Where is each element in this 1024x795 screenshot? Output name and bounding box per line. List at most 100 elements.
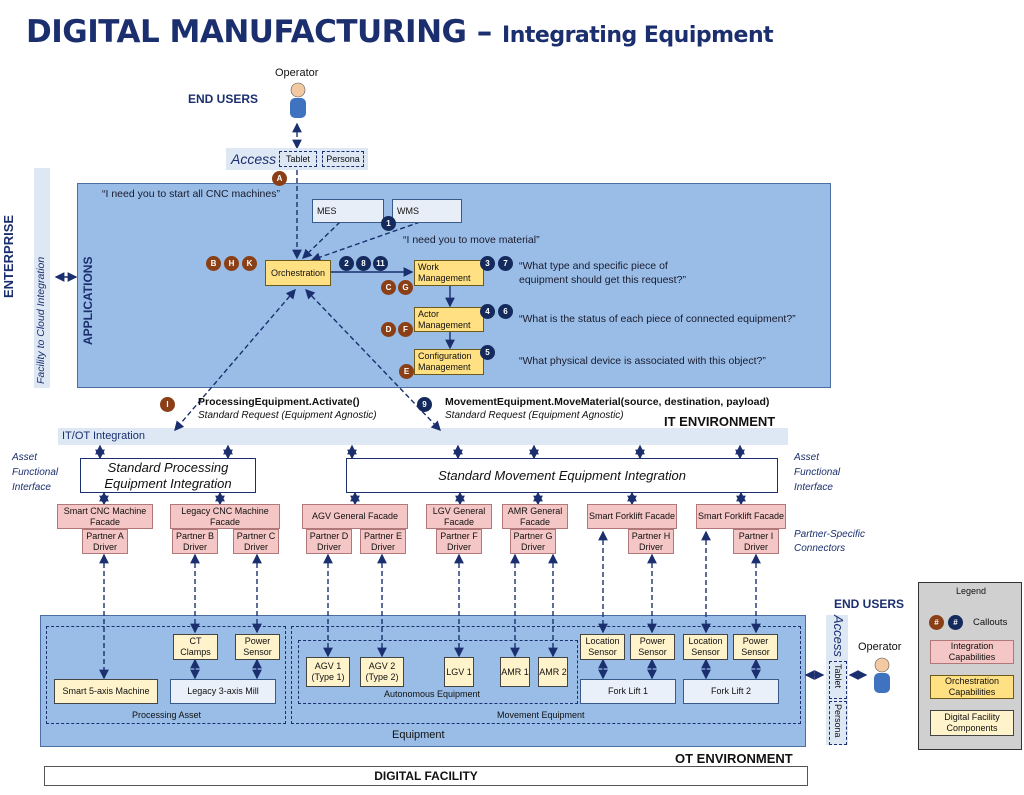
- callout-11: 11: [373, 256, 388, 271]
- legend-callouts-label: Callouts: [973, 617, 1008, 628]
- top-end-users-label: END USERS: [188, 92, 259, 106]
- driver-partner-h: Partner H Driver: [628, 529, 674, 554]
- std-processing-integration: Standard Processing Equipment Integratio…: [80, 458, 256, 493]
- facade-legacy-cnc: Legacy CNC Machine Facade: [170, 504, 280, 529]
- callout-h: H: [224, 256, 239, 271]
- driver-partner-d: Partner D Driver: [306, 529, 352, 554]
- processing-asset-label: Processing Asset: [132, 710, 202, 720]
- bottom-persona-box: [829, 701, 847, 745]
- proc-request-sub: Standard Request (Equipment Agnostic): [198, 410, 377, 421]
- orch-proc-line: [174, 288, 296, 432]
- driver-partner-b: Partner B Driver: [172, 529, 218, 554]
- move-request-sub: Standard Request (Equipment Agnostic): [445, 410, 624, 421]
- afi-right-2: Functional: [794, 467, 841, 478]
- callout-9: 9: [417, 397, 432, 412]
- partner-connectors-2: Connectors: [794, 543, 846, 554]
- ct-clamps-sensor: CT Clamps: [173, 634, 218, 660]
- callout-a: A: [272, 171, 287, 186]
- bottom-tablet-label: Tablet: [833, 664, 843, 689]
- facade-lgv: LGV General Facade: [426, 504, 492, 529]
- bottom-end-users-label: END USERS: [834, 597, 905, 611]
- location-sensor-2: Location Sensor: [683, 634, 728, 660]
- legend-integration: Integration Capabilities: [930, 640, 1014, 664]
- legend-title: Legend: [956, 586, 987, 596]
- bottom-tablet-box: [829, 661, 847, 699]
- top-access-band: [226, 148, 368, 170]
- callout-6: 6: [498, 304, 513, 319]
- autonomous-equipment-label: Autonomous Equipment: [384, 689, 481, 699]
- callout-f: F: [398, 322, 413, 337]
- afi-right-1: Asset: [794, 452, 820, 463]
- lgv-1: LGV 1: [444, 657, 474, 687]
- facade-forklift-2: Smart Forklift Facade: [696, 504, 786, 529]
- bottom-access-label: Access: [831, 615, 846, 657]
- equipment-label: Equipment: [392, 729, 445, 741]
- callout-b: B: [206, 256, 221, 271]
- facade-amr: AMR General Facade: [502, 504, 568, 529]
- callout-3: 3: [480, 256, 495, 271]
- work-management-box: Work Management: [414, 260, 484, 286]
- it-environment-label: IT ENVIRONMENT: [664, 414, 776, 429]
- callout-e: E: [399, 364, 414, 379]
- proc-request-call: ProcessingEquipment.Activate(): [198, 396, 360, 408]
- move-request-call: MovementEquipment.MoveMaterial(source, d…: [445, 396, 770, 408]
- callout-7: 7: [498, 256, 513, 271]
- callout-2: 2: [339, 256, 354, 271]
- top-tablet-box: Tablet: [279, 151, 317, 167]
- move-quote: “I need you to move material”: [403, 234, 540, 246]
- afi-right-3: Interface: [794, 482, 833, 493]
- device-quote: “What physical device is associated with…: [519, 355, 766, 367]
- type-quote-line2: equipment should get this request?”: [519, 274, 686, 286]
- mes-orch-line: [301, 221, 341, 259]
- autonomous-equipment-group: [298, 640, 578, 704]
- itot-label: IT/OT Integration: [62, 430, 145, 442]
- callout-i: I: [160, 397, 175, 412]
- enterprise-band: [34, 168, 50, 388]
- orchestration-box: Orchestration: [265, 260, 331, 286]
- operator-avatar-icon: [288, 82, 308, 120]
- facade-forklift-1: Smart Forklift Facade: [587, 504, 677, 529]
- fork-lift-1: Fork Lift 1: [580, 679, 676, 704]
- agv-1: AGV 1 (Type 1): [306, 657, 350, 687]
- afi-left-3: Interface: [12, 482, 51, 493]
- fork-lift-2: Fork Lift 2: [683, 679, 779, 704]
- driver-partner-f: Partner F Driver: [436, 529, 482, 554]
- driver-partner-g: Partner G Driver: [510, 529, 556, 554]
- legend-callout-navy: #: [948, 615, 963, 630]
- actor-management-box: Actor Management: [414, 307, 484, 332]
- movement-equipment-label: Movement Equipment: [497, 710, 585, 720]
- power-sensor-2: Power Sensor: [630, 634, 675, 660]
- callout-8: 8: [356, 256, 371, 271]
- status-quote: “What is the status of each piece of con…: [519, 313, 796, 325]
- power-sensor-3: Power Sensor: [733, 634, 778, 660]
- legend-callout-brown: #: [929, 615, 944, 630]
- ot-panel: [40, 615, 806, 747]
- partner-connectors-1: Partner-Specific: [794, 529, 865, 540]
- driver-partner-e: Partner E Driver: [360, 529, 406, 554]
- page-title: DIGITAL MANUFACTURING – Integrating Equi…: [26, 14, 774, 50]
- movement-equipment-group: [291, 626, 801, 724]
- top-access-label: Access: [231, 151, 277, 167]
- afi-left-1: Asset: [12, 452, 38, 463]
- amr-2: AMR 2: [538, 657, 568, 687]
- legacy-3-axis-mill: Legacy 3-axis Mill: [170, 679, 276, 704]
- facade-agv: AGV General Facade: [302, 504, 408, 529]
- enterprise-label: ENTERPRISE: [1, 214, 16, 298]
- callout-d: D: [381, 322, 396, 337]
- legend-orchestration: Orchestration Capabilities: [930, 675, 1014, 699]
- top-operator-label: Operator: [275, 67, 319, 79]
- bottom-operator-label: Operator: [858, 641, 902, 653]
- driver-partner-i: Partner I Driver: [733, 529, 779, 554]
- legend-digital-facility: Digital Facility Components: [930, 710, 1014, 736]
- facility-cloud-label: Facility to Cloud Integration: [35, 256, 47, 384]
- callout-5: 5: [480, 345, 495, 360]
- callout-1: 1: [381, 216, 396, 231]
- afi-left-2: Functional: [12, 467, 59, 478]
- power-sensor-1: Power Sensor: [235, 634, 280, 660]
- std-movement-integration: Standard Movement Equipment Integration: [346, 458, 778, 493]
- type-quote-line1: “What type and specific piece of: [519, 260, 668, 272]
- digital-facility-bar: DIGITAL FACILITY: [44, 766, 808, 786]
- callout-4: 4: [480, 304, 495, 319]
- facade-smart-cnc: Smart CNC Machine Facade: [57, 504, 153, 529]
- amr-1: AMR 1: [500, 657, 530, 687]
